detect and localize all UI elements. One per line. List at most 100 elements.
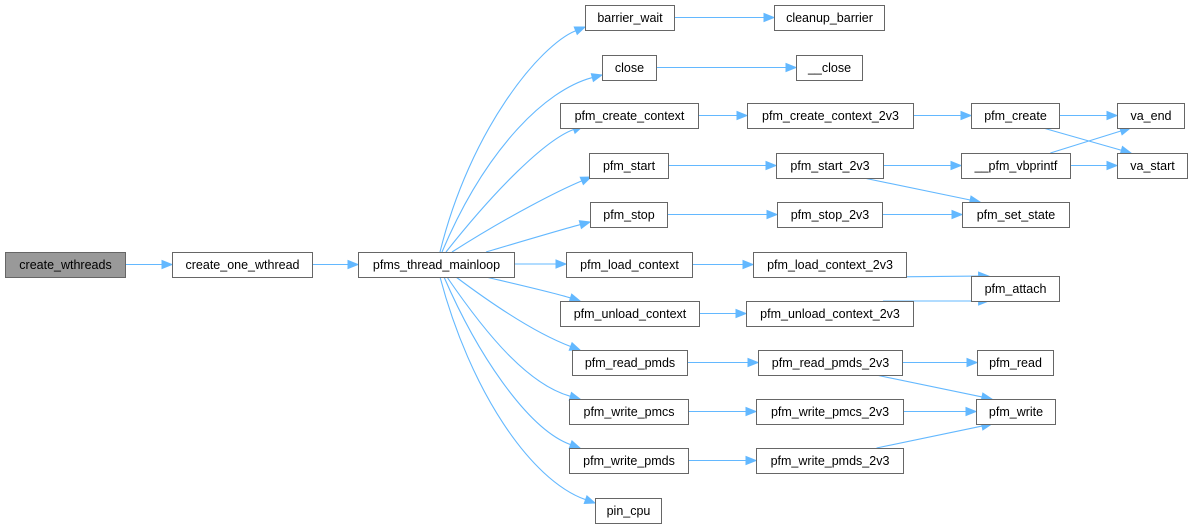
edge-line bbox=[451, 180, 582, 253]
node-label: pfm_create bbox=[984, 109, 1047, 123]
node-create-wthreads[interactable]: create_wthreads bbox=[5, 252, 126, 278]
node-box[interactable] bbox=[1117, 153, 1188, 179]
node-box[interactable] bbox=[560, 301, 700, 327]
node-box[interactable] bbox=[358, 252, 515, 278]
node-pfm-create-context[interactable]: pfm_create_context bbox=[560, 103, 699, 129]
node-box[interactable] bbox=[758, 350, 903, 376]
edge-pfms_thread_mainloop-to-pfm_stop bbox=[485, 220, 592, 253]
node-pfm-attach[interactable]: pfm_attach bbox=[971, 276, 1060, 302]
node-box[interactable] bbox=[756, 399, 904, 425]
node-box[interactable] bbox=[977, 350, 1054, 376]
node-label: pfm_attach bbox=[985, 282, 1047, 296]
arrowhead-icon bbox=[573, 26, 587, 36]
node-pfm-read[interactable]: pfm_read bbox=[977, 350, 1054, 376]
node-box[interactable] bbox=[172, 252, 313, 278]
node-cleanup-barrier[interactable]: cleanup_barrier bbox=[774, 5, 885, 31]
node-box[interactable] bbox=[1117, 103, 1185, 129]
node-pfm-vbprintf[interactable]: __pfm_vbprintf bbox=[961, 153, 1071, 179]
node-box[interactable] bbox=[589, 153, 669, 179]
node-box[interactable] bbox=[753, 252, 907, 278]
node-pfm-unload-context-2v3[interactable]: pfm_unload_context_2v3 bbox=[746, 301, 914, 327]
edge-line bbox=[446, 276, 571, 397]
node-pfm-read-pmds-2v3[interactable]: pfm_read_pmds_2v3 bbox=[758, 350, 903, 376]
edge-pfms_thread_mainloop-to-barrier_wait bbox=[439, 26, 587, 253]
node-pin-cpu[interactable]: pin_cpu bbox=[595, 498, 662, 524]
node-box[interactable] bbox=[777, 202, 883, 228]
node-box[interactable] bbox=[774, 5, 885, 31]
node-pfm-unload-context[interactable]: pfm_unload_context bbox=[560, 301, 700, 327]
node-box[interactable] bbox=[602, 55, 657, 81]
arrowhead-icon bbox=[578, 220, 592, 230]
edge-pfm_stop_2v3-to-pfm_set_state bbox=[882, 209, 964, 220]
node-pfm-stop[interactable]: pfm_stop bbox=[590, 202, 668, 228]
node-box[interactable] bbox=[585, 5, 675, 31]
arrowhead-icon bbox=[1106, 160, 1119, 171]
node-pfm-start-2v3[interactable]: pfm_start_2v3 bbox=[776, 153, 884, 179]
edge-pfms_thread_mainloop-to-pfm_load_context bbox=[514, 259, 568, 269]
edge-line bbox=[875, 374, 983, 398]
arrowhead-icon bbox=[161, 259, 174, 270]
node-barrier-wait[interactable]: barrier_wait bbox=[585, 5, 675, 31]
edge-pfm_start_2v3-to-pfm_set_state bbox=[863, 177, 982, 205]
node-pfm-start[interactable]: pfm_start bbox=[589, 153, 669, 179]
node-box[interactable] bbox=[776, 153, 884, 179]
arrowhead-icon bbox=[951, 209, 964, 220]
node-box[interactable] bbox=[572, 350, 688, 376]
node-box[interactable] bbox=[756, 448, 904, 474]
node-pfm-create-context-2v3[interactable]: pfm_create_context_2v3 bbox=[747, 103, 914, 129]
edge-pfm_write_pmcs_2v3-to-pfm_write bbox=[903, 406, 978, 417]
node-pfm-read-pmds[interactable]: pfm_read_pmds bbox=[572, 350, 688, 376]
node-box[interactable] bbox=[595, 498, 662, 524]
node-box[interactable] bbox=[569, 399, 689, 425]
node-box[interactable] bbox=[5, 252, 126, 278]
node-box[interactable] bbox=[971, 276, 1060, 302]
edge-line bbox=[455, 276, 571, 348]
edge-pfms_thread_mainloop-to-pfm_unload_context bbox=[485, 276, 582, 303]
node-box[interactable] bbox=[560, 103, 699, 129]
arrowhead-icon bbox=[568, 293, 582, 303]
node-close[interactable]: __close bbox=[796, 55, 863, 81]
node-label: pfm_stop bbox=[603, 208, 654, 222]
node-box[interactable] bbox=[746, 301, 914, 327]
node-va-start[interactable]: va_start bbox=[1117, 153, 1188, 179]
node-box[interactable] bbox=[971, 103, 1060, 129]
arrowhead-icon bbox=[965, 406, 978, 417]
node-pfm-create[interactable]: pfm_create bbox=[971, 103, 1060, 129]
node-close[interactable]: close bbox=[602, 55, 657, 81]
node-pfm-load-context-2v3[interactable]: pfm_load_context_2v3 bbox=[753, 252, 907, 278]
node-pfm-write-pmds[interactable]: pfm_write_pmds bbox=[569, 448, 689, 474]
node-box[interactable] bbox=[976, 399, 1056, 425]
node-box[interactable] bbox=[796, 55, 863, 81]
node-pfm-load-context[interactable]: pfm_load_context bbox=[566, 252, 693, 278]
node-box[interactable] bbox=[747, 103, 914, 129]
node-pfm-stop-2v3[interactable]: pfm_stop_2v3 bbox=[777, 202, 883, 228]
node-label: create_wthreads bbox=[19, 258, 111, 272]
node-pfm-write[interactable]: pfm_write bbox=[976, 399, 1056, 425]
node-label: barrier_wait bbox=[597, 11, 663, 25]
node-box[interactable] bbox=[590, 202, 668, 228]
node-pfm-write-pmcs[interactable]: pfm_write_pmcs bbox=[569, 399, 689, 425]
node-create-one-wthread[interactable]: create_one_wthread bbox=[172, 252, 313, 278]
node-pfm-set-state[interactable]: pfm_set_state bbox=[962, 202, 1070, 228]
node-va-end[interactable]: va_end bbox=[1117, 103, 1185, 129]
edge-line bbox=[485, 224, 581, 253]
node-box[interactable] bbox=[566, 252, 693, 278]
node-label: pfm_start_2v3 bbox=[790, 159, 869, 173]
edge-line bbox=[1050, 130, 1122, 154]
edge-pfm_create_context-to-pfm_create_context_2v3 bbox=[698, 110, 749, 121]
node-label: pfm_write_pmds_2v3 bbox=[771, 454, 890, 468]
node-box[interactable] bbox=[962, 202, 1070, 228]
arrowhead-icon bbox=[745, 406, 758, 417]
node-label: pfm_read bbox=[989, 356, 1042, 370]
node-box[interactable] bbox=[961, 153, 1071, 179]
node-pfms-thread-mainloop[interactable]: pfms_thread_mainloop bbox=[358, 252, 515, 278]
node-pfm-write-pmcs-2v3[interactable]: pfm_write_pmcs_2v3 bbox=[756, 399, 904, 425]
edge-__pfm_vbprintf-to-va_start bbox=[1070, 160, 1119, 171]
node-box[interactable] bbox=[569, 448, 689, 474]
node-pfm-write-pmds-2v3[interactable]: pfm_write_pmds_2v3 bbox=[756, 448, 904, 474]
edge-pfms_thread_mainloop-to-pfm_start bbox=[451, 176, 593, 253]
arrowhead-icon bbox=[1106, 110, 1119, 121]
node-label: va_start bbox=[1130, 159, 1175, 173]
arrowhead-icon bbox=[579, 176, 593, 186]
edge-line bbox=[443, 276, 571, 446]
